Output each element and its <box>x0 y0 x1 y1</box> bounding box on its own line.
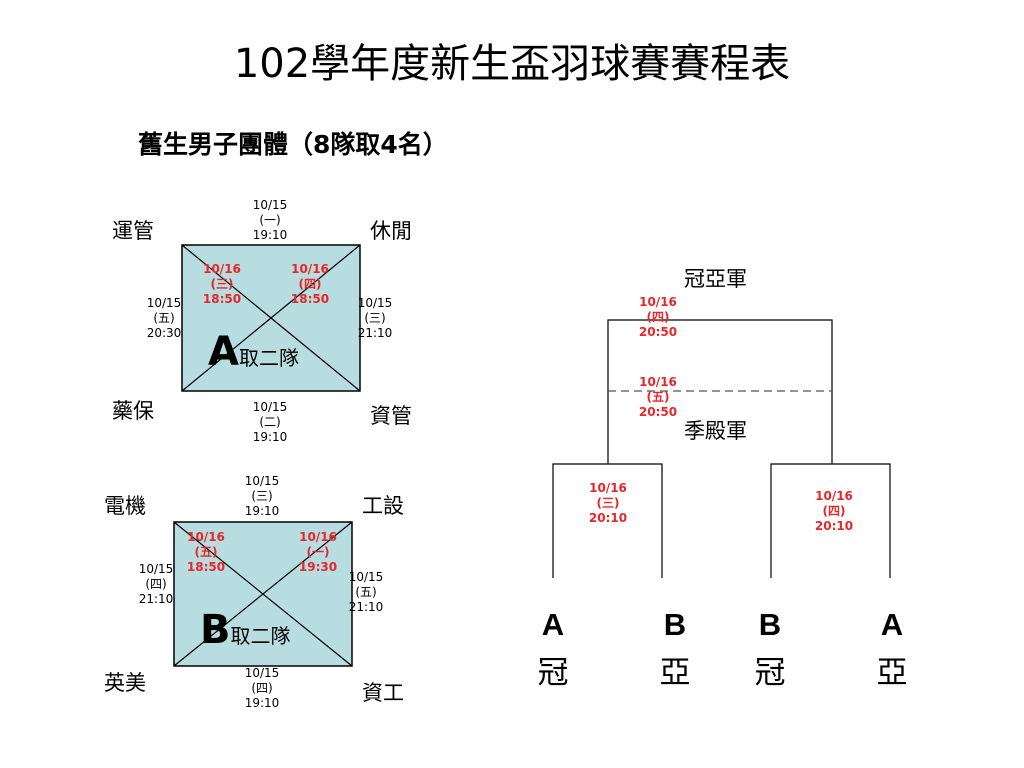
team-group-a-bottom-right: 資管 <box>370 404 412 428</box>
slot-4-rank: 亞 <box>876 655 908 691</box>
group-a-label: A取二隊 <box>208 330 299 380</box>
group-b-match-left-time: 10/15 (四) 21:10 <box>138 562 174 606</box>
group-b-qualify: 取二隊 <box>230 624 291 648</box>
slot-1-group: A <box>541 607 565 642</box>
group-a-match-top-time: 10/15 (一) 19:10 <box>252 198 288 242</box>
slot-4-group: A <box>880 607 904 642</box>
team-group-b-top-left: 電機 <box>104 494 146 518</box>
group-b-label: B取二隊 <box>200 608 291 658</box>
page-subtitle: 舊生男子團體（8隊取4名） <box>138 130 448 159</box>
slot-1-rank: 冠 <box>537 655 569 691</box>
slot-3-group: B <box>758 607 782 642</box>
group-a-letter: A <box>208 329 239 375</box>
group-b-match-diag-left-time: 10/16 (五) 18:50 <box>186 530 226 574</box>
group-a-match-right-time: 10/15 (三) 21:10 <box>357 296 393 340</box>
group-a-qualify: 取二隊 <box>238 346 299 370</box>
group-a-match-left-time: 10/15 (五) 20:30 <box>146 296 182 340</box>
semi-right-match-time: 10/16 (四) 20:10 <box>814 489 854 533</box>
team-group-a-top-left: 運管 <box>112 219 154 243</box>
page-title: 102學年度新生盃羽球賽賽程表 <box>233 41 791 87</box>
slot-3-rank: 冠 <box>754 655 786 691</box>
third-place-match-time: 10/16 (五) 20:50 <box>638 375 678 419</box>
group-a-match-diag-left-time: 10/16 (三) 18:50 <box>202 262 242 306</box>
semi-left-match-time: 10/16 (三) 20:10 <box>588 481 628 525</box>
final-label: 冠亞軍 <box>684 267 747 291</box>
group-a-match-diag-right-time: 10/16 (四) 18:50 <box>290 262 330 306</box>
team-group-a-top-right: 休閒 <box>370 219 412 243</box>
team-group-b-top-right: 工設 <box>362 494 404 518</box>
final-match-time: 10/16 (四) 20:50 <box>638 295 678 339</box>
slot-2-group: B <box>663 607 687 642</box>
group-a-match-bottom-time: 10/15 (二) 19:10 <box>252 400 288 444</box>
team-group-a-bottom-left: 藥保 <box>112 399 154 423</box>
group-a-box <box>181 244 361 392</box>
bracket-lines <box>552 319 891 578</box>
group-b-match-diag-right-time: 10/16 (一) 19:30 <box>298 530 338 574</box>
team-group-b-bottom-left: 英美 <box>104 671 146 695</box>
third-place-label: 季殿軍 <box>684 419 747 443</box>
group-b-letter: B <box>200 607 231 653</box>
group-b-match-bottom-time: 10/15 (四) 19:10 <box>244 666 280 710</box>
group-b-match-right-time: 10/15 (五) 21:10 <box>348 570 384 614</box>
team-group-b-bottom-right: 資工 <box>362 681 404 705</box>
group-b-box <box>173 521 353 667</box>
group-b-match-top-time: 10/15 (三) 19:10 <box>244 474 280 518</box>
slot-2-rank: 亞 <box>659 655 691 691</box>
